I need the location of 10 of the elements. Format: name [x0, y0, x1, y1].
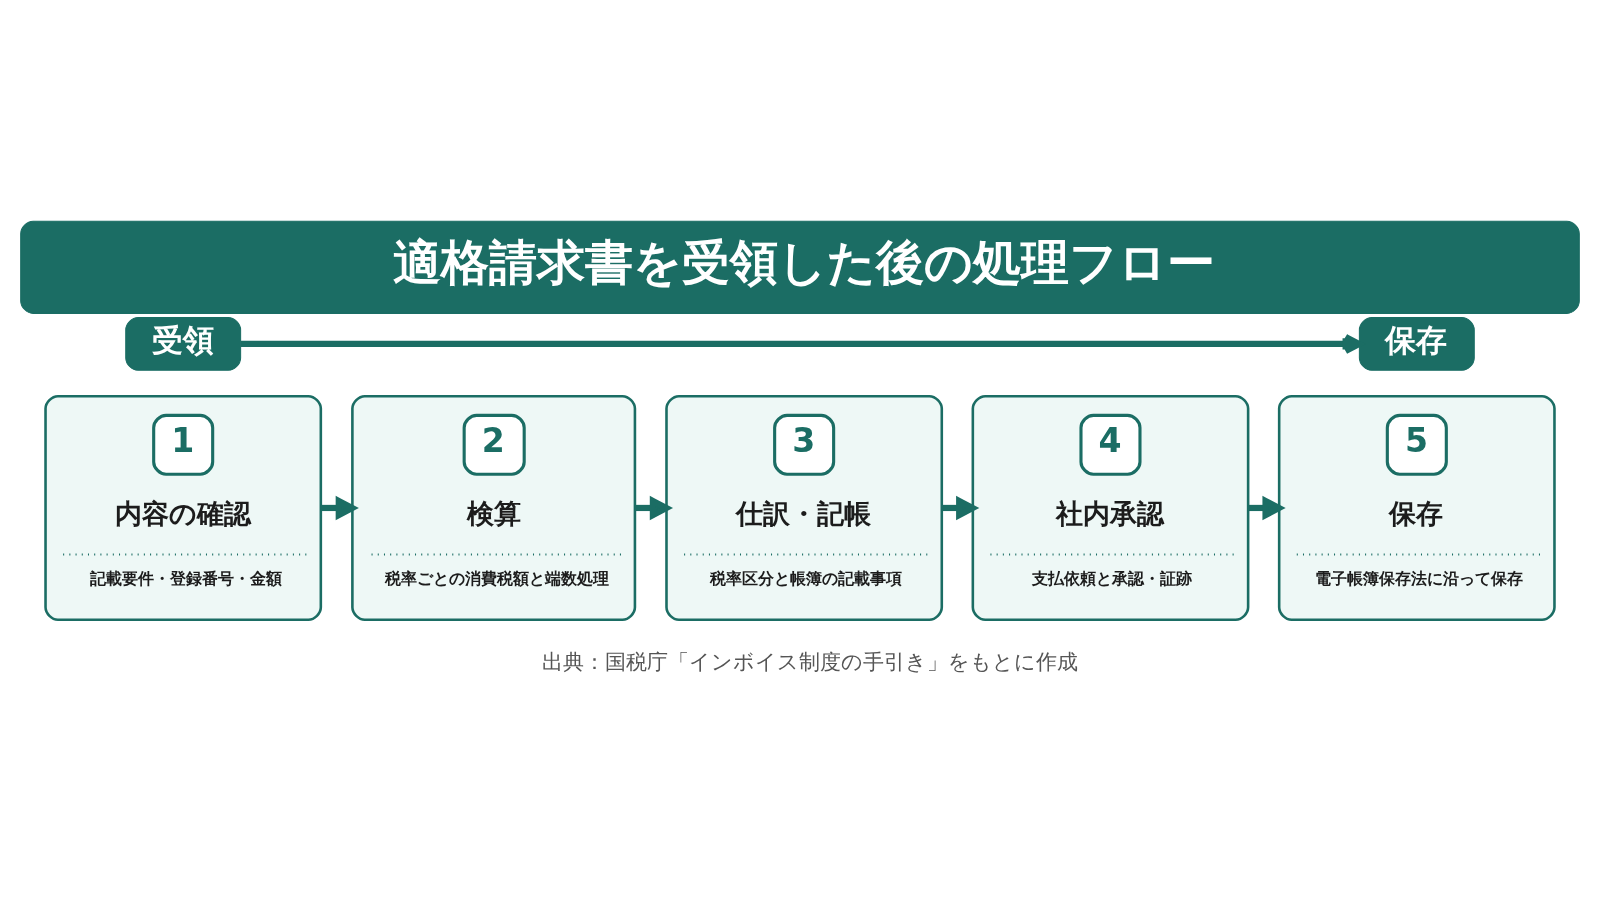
- node-box: 2 検算 税率ごとの消費税額と端数処理: [351, 394, 637, 622]
- arrow: [240, 333, 1363, 354]
- node-box: 3 仕訳・記帳 税率区分と帳簿の記載事項: [665, 394, 944, 622]
- node-box: 4 社内承認 支払依頼と承認・証跡: [971, 394, 1250, 622]
- diagram-title: 適格請求書を受領した後の処理フロー: [392, 234, 1215, 290]
- node-box: 受領: [125, 317, 242, 371]
- node-box: 1 内容の確認 記載要件・登録番号・金額: [44, 394, 323, 622]
- node-box: 保存: [1358, 317, 1475, 371]
- caption: 出典：国税庁「インボイス制度の手引き」をもとに作成: [541, 650, 1078, 675]
- node-box: 5 保存 電子帳簿保存法に沿って保存: [1277, 394, 1556, 622]
